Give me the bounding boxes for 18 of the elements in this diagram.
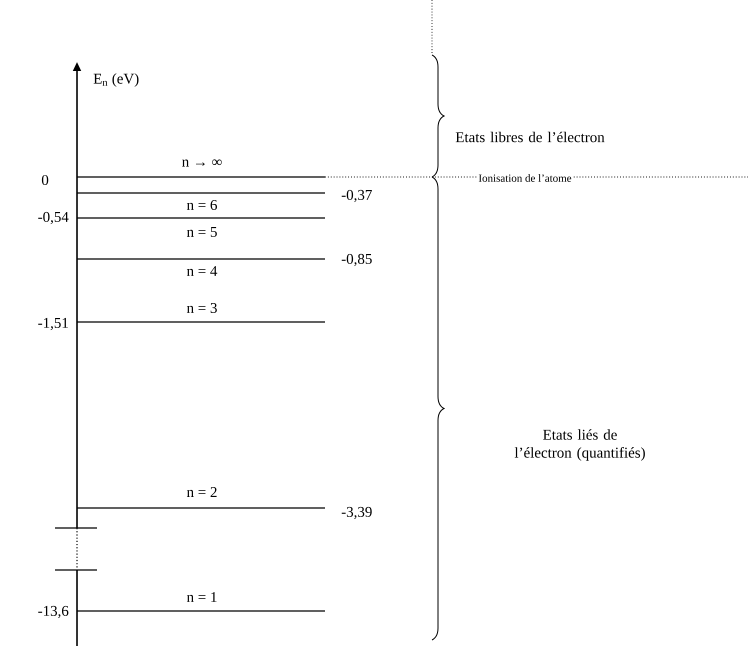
region-label: Etats libres de l’électron <box>456 132 604 142</box>
level-label: n = 6 <box>186 200 217 210</box>
level-label: n → ∞ <box>182 159 222 167</box>
ionisation-label: Ionisation de l’atome <box>477 173 573 183</box>
level-label: n = 5 <box>186 227 217 237</box>
level-label: n = 1 <box>186 592 217 602</box>
energy-value: -0,37 <box>342 190 372 202</box>
energy-value: -13,6 <box>38 606 68 618</box>
level-label: n = 4 <box>186 266 218 276</box>
energy-value: -3,39 <box>342 506 372 520</box>
axis-label: E$_{n}$ (eV) <box>94 73 139 87</box>
energy-value: -0,54 <box>38 212 69 224</box>
energy-value: 0 <box>42 174 48 186</box>
level-label: n = 3 <box>186 302 217 313</box>
region-label: Etats liés de l’électron (quantifiés) <box>514 429 645 461</box>
level-label: n = 2 <box>186 487 217 497</box>
energy-value: -0,85 <box>342 254 372 266</box>
energy-value: -1,51 <box>38 318 68 330</box>
